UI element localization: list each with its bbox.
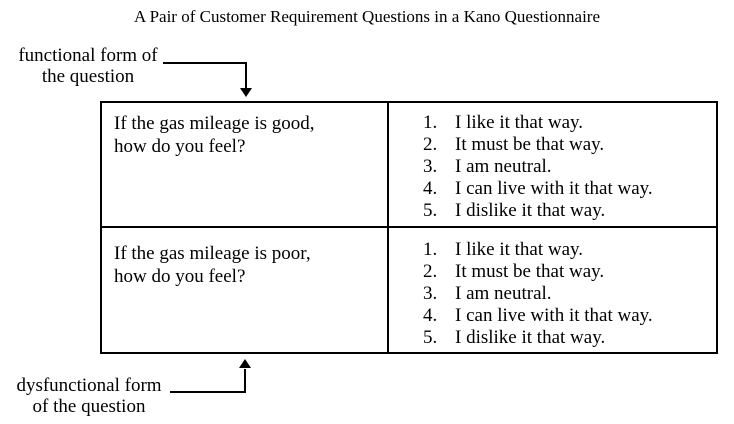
- functional-leader-vertical-line: [245, 62, 247, 89]
- option-line: 3. I am neutral.: [423, 283, 712, 305]
- functional-form-label-line2: the question: [41, 66, 135, 87]
- option-text: I dislike it that way.: [455, 200, 606, 221]
- functional-form-label: functional form of the question: [8, 45, 168, 87]
- dysfunctional-question-cell: If the gas mileage is poor, how do you f…: [102, 228, 389, 352]
- functional-options-cell: 1. I like it that way. 2. It must be tha…: [389, 103, 716, 228]
- option-text: It must be that way.: [455, 261, 605, 282]
- option-text: I am neutral.: [455, 156, 552, 177]
- dysfunctional-leader-vertical-line: [244, 369, 246, 393]
- option-line: 4. I can live with it that way.: [423, 305, 712, 327]
- option-line: 5. I dislike it that way.: [423, 200, 712, 222]
- option-number: 2.: [423, 261, 438, 282]
- option-number: 3.: [423, 156, 438, 177]
- functional-leader-horizontal-line: [163, 62, 247, 64]
- dysfunctional-leader-horizontal-line: [170, 391, 246, 393]
- functional-question-cell: If the gas mileage is good, how do you f…: [102, 103, 389, 228]
- dysfunctional-form-label: dysfunctional form of the question: [6, 375, 172, 417]
- option-line: 1. I like it that way.: [423, 239, 712, 261]
- option-number: 2.: [423, 134, 438, 155]
- option-text: I like it that way.: [455, 112, 584, 133]
- figure-title: A Pair of Customer Requirement Questions…: [134, 7, 600, 26]
- option-number: 4.: [423, 178, 438, 199]
- arrow-down-icon: [240, 88, 252, 97]
- option-text: It must be that way.: [455, 134, 605, 155]
- option-text: I can live with it that way.: [455, 305, 653, 326]
- option-text: I like it that way.: [455, 239, 584, 260]
- dysfunctional-form-label-line2: of the question: [32, 396, 146, 417]
- option-text: I am neutral.: [455, 283, 552, 304]
- option-line: 1. I like it that way.: [423, 112, 712, 134]
- dysfunctional-form-label-line1: dysfunctional form: [16, 375, 162, 396]
- option-text: I dislike it that way.: [455, 327, 606, 348]
- dysfunctional-options-cell: 1. I like it that way. 2. It must be tha…: [389, 228, 716, 352]
- option-line: 3. I am neutral.: [423, 156, 712, 178]
- option-number: 5.: [423, 327, 438, 348]
- option-number: 3.: [423, 283, 438, 304]
- option-line: 4. I can live with it that way.: [423, 178, 712, 200]
- option-text: I can live with it that way.: [455, 178, 653, 199]
- kano-question-table: If the gas mileage is good, how do you f…: [100, 101, 718, 354]
- option-number: 4.: [423, 305, 438, 326]
- option-number: 1.: [423, 239, 438, 260]
- arrow-up-icon: [239, 359, 251, 368]
- option-number: 1.: [423, 112, 438, 133]
- functional-form-label-line1: functional form of: [18, 45, 158, 66]
- option-line: 2. It must be that way.: [423, 134, 712, 156]
- option-line: 5. I dislike it that way.: [423, 327, 712, 349]
- option-line: 2. It must be that way.: [423, 261, 712, 283]
- option-number: 5.: [423, 200, 438, 221]
